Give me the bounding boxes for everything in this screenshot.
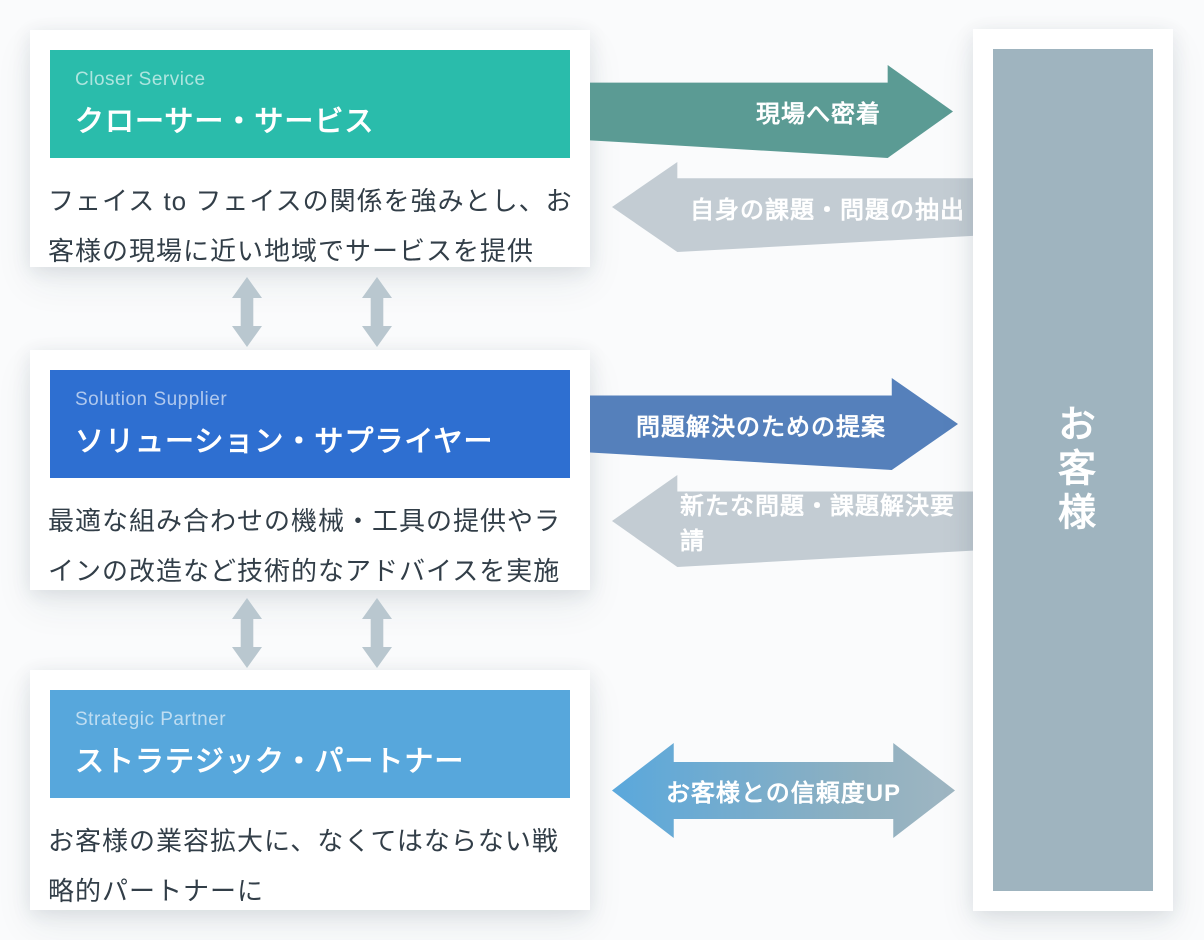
stage-header-strategic-partner: Strategic Partner ストラテジック・パートナー bbox=[50, 690, 570, 798]
stage-title-en: Solution Supplier bbox=[75, 388, 228, 410]
stage-title-en: Strategic Partner bbox=[75, 708, 227, 730]
arrow-label: お客様との信頼度UP bbox=[665, 780, 902, 807]
vertical-connector-arrow bbox=[232, 598, 262, 668]
stage-header-solution-supplier: Solution Supplier ソリューション・サプライヤー bbox=[50, 370, 570, 478]
vertical-connector-arrow bbox=[232, 277, 262, 347]
stage-card-closer-service: Closer Service クローサー・サービス フェイス to フェイスの関… bbox=[30, 30, 590, 267]
stage-card-strategic-partner: Strategic Partner ストラテジック・パートナー お客様の業容拡大… bbox=[30, 670, 590, 910]
stage-header-closer-service: Closer Service クローサー・サービス bbox=[50, 50, 570, 158]
stage-title-ja: ストラテジック・パートナー bbox=[75, 745, 465, 778]
stage-description: 最適な組み合わせの機械・工具の提供やラインの改造など技術的なアドバイスを実施 bbox=[48, 506, 562, 586]
customer-label: お客様 bbox=[1051, 404, 1094, 536]
stage-title-en: Closer Service bbox=[75, 68, 206, 90]
arrow-label: 自身の課題・問題の抽出 bbox=[690, 196, 965, 224]
vertical-connector-arrow bbox=[362, 598, 392, 668]
stage-description: お客様の業容拡大に、なくてはならない戦略的パートナーに bbox=[48, 826, 559, 906]
arrow-label: 新たな問題・課題解決要請 bbox=[680, 493, 955, 555]
arrow-label: 現場へ密着 bbox=[756, 101, 881, 128]
stage1-outgoing-arrow: 現場へ密着 bbox=[590, 65, 953, 158]
stage2-incoming-arrow: 新たな問題・課題解決要請 bbox=[612, 475, 975, 567]
stage1-incoming-arrow: 自身の課題・問題の抽出 bbox=[612, 162, 975, 252]
stage-title-ja: クローサー・サービス bbox=[75, 105, 375, 138]
stage-title-ja: ソリューション・サプライヤー bbox=[75, 425, 494, 458]
customer-panel: お客様 bbox=[973, 29, 1173, 911]
stage-card-solution-supplier: Solution Supplier ソリューション・サプライヤー 最適な組み合わ… bbox=[30, 350, 590, 590]
stage3-mutual-trust-arrow: お客様との信頼度UP bbox=[612, 743, 955, 838]
arrow-label: 問題解決のための提案 bbox=[636, 413, 886, 441]
vertical-connector-arrow bbox=[362, 277, 392, 347]
customer-panel-fill: お客様 bbox=[993, 49, 1153, 891]
stage2-outgoing-arrow: 問題解決のための提案 bbox=[590, 378, 958, 470]
stage-description: フェイス to フェイスの関係を強みとし、お客様の現場に近い地域でサービスを提供 bbox=[48, 186, 573, 266]
